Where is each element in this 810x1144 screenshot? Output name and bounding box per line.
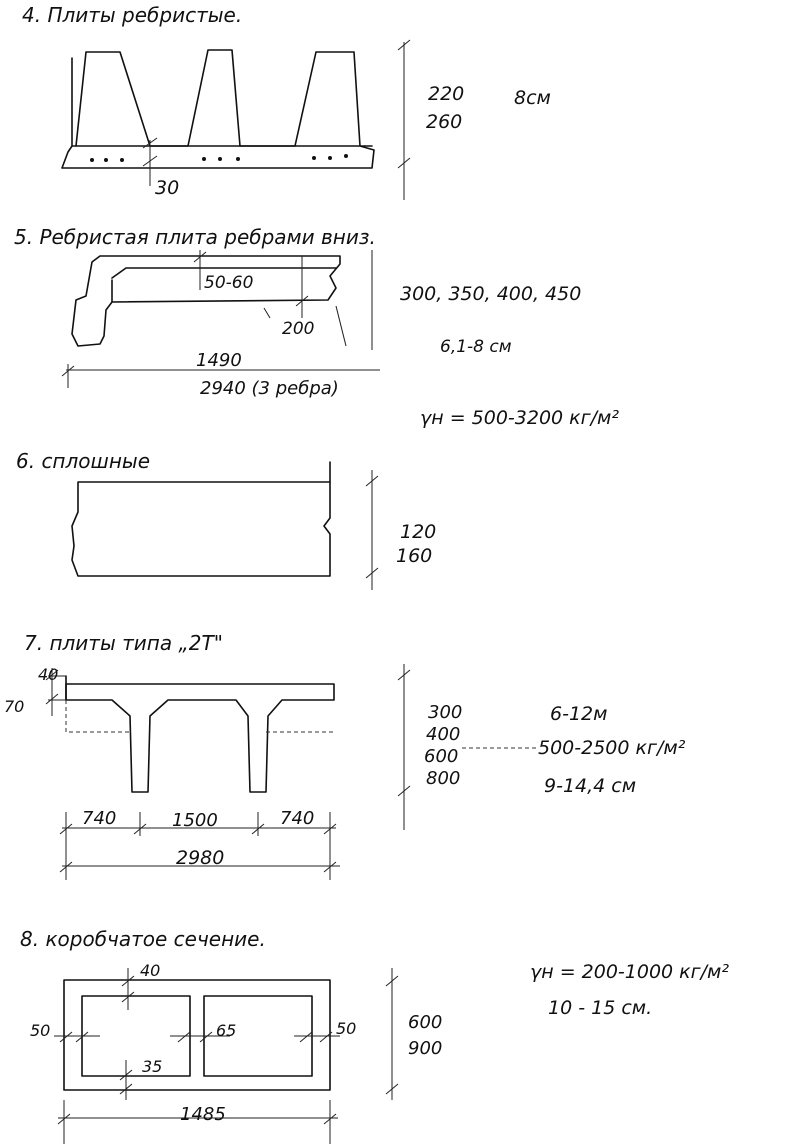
section-5-thickness: 6,1-8 см: [440, 337, 512, 357]
section-7-flange-top: 40: [38, 665, 58, 684]
section-8-thickness: 10 - 15 см.: [548, 997, 652, 1019]
section-7-heading: 7. плиты типа „2Т": [24, 631, 223, 655]
section-4-height-a: 220: [428, 83, 464, 105]
section-7-flange-side: 70: [4, 697, 24, 716]
section-4-bottom-dim: 30: [155, 177, 179, 199]
section-6-profile: [71, 461, 331, 577]
section-7-thickness: 9-14,4 см: [544, 775, 636, 797]
section-5-width-a: 1490: [196, 350, 242, 371]
section-7-width-mid: 1500: [172, 810, 218, 831]
section-6-heading: 6. сплошные: [16, 449, 150, 473]
section-8-box-section: 8. коробчатое сечение. 40 50 65 50 35 60…: [20, 927, 729, 1144]
section-8-height-a: 600: [408, 1012, 442, 1033]
section-7-height-800: 800: [426, 768, 460, 789]
section-8-mid-dim: 65: [216, 1021, 236, 1040]
section-8-height-b: 900: [408, 1038, 442, 1059]
section-4-heading: 4. Плиты ребристые.: [22, 3, 242, 27]
section-4-profile: [61, 49, 375, 186]
section-5-rib-width: 200: [282, 319, 314, 339]
section-4-dimension-line: [397, 39, 411, 200]
section-6-height-b: 160: [396, 545, 432, 567]
section-8-density: γн = 200-1000 кг/м²: [530, 961, 729, 983]
section-8-heading: 8. коробчатое сечение.: [20, 927, 266, 951]
section-8-top-dim: 40: [140, 961, 160, 980]
section-7-height-300: 300: [428, 702, 462, 723]
section-8-profile: [63, 979, 331, 1091]
section-8-left-dim: 50: [30, 1021, 50, 1040]
section-8-right-dim: 50: [336, 1019, 356, 1038]
section-7-double-t-slabs: 7. плиты типа „2Т" 40 70 300 400 600 800…: [4, 631, 686, 880]
section-5-density: γн = 500-3200 кг/м²: [420, 407, 619, 429]
section-7-span: 6-12м: [550, 703, 607, 725]
section-8-dimension-lines: [54, 968, 399, 1144]
section-5-dimension-lines: [61, 250, 380, 388]
section-7-width-left: 740: [82, 808, 116, 829]
section-7-dimension-lines: [45, 664, 536, 880]
section-5-heading: 5. Ребристая плита ребрами вниз.: [14, 225, 376, 249]
section-5-rib-top: 50-60: [204, 273, 253, 293]
section-8-bottom-dim: 35: [142, 1057, 162, 1076]
section-6-solid-slabs: 6. сплошные 120 160: [16, 449, 436, 590]
section-4-height-b: 260: [426, 111, 462, 133]
section-7-height-400: 400: [426, 724, 460, 745]
section-5-width-b: 2940 (3 ребра): [200, 378, 339, 399]
section-6-height-a: 120: [400, 521, 436, 543]
section-7-height-600: 600: [424, 746, 458, 767]
section-7-width-total: 2980: [176, 847, 224, 869]
section-7-density: 500-2500 кг/м²: [538, 737, 686, 759]
section-7-profile: [65, 675, 335, 793]
section-7-width-right: 740: [280, 808, 314, 829]
section-4-thickness: 8см: [514, 87, 551, 109]
section-5-ribbed-slab-down: 5. Ребристая плита ребрами вниз. 50-60 2…: [14, 225, 619, 429]
section-5-heights: 300, 350, 400, 450: [400, 283, 581, 305]
section-6-dimension-line: [365, 470, 379, 590]
section-8-width: 1485: [180, 1104, 226, 1125]
section-4-ribbed-slabs: 4. Плиты ребристые. 220 260 8см 30: [22, 3, 551, 200]
section-5-profile: [71, 250, 341, 347]
